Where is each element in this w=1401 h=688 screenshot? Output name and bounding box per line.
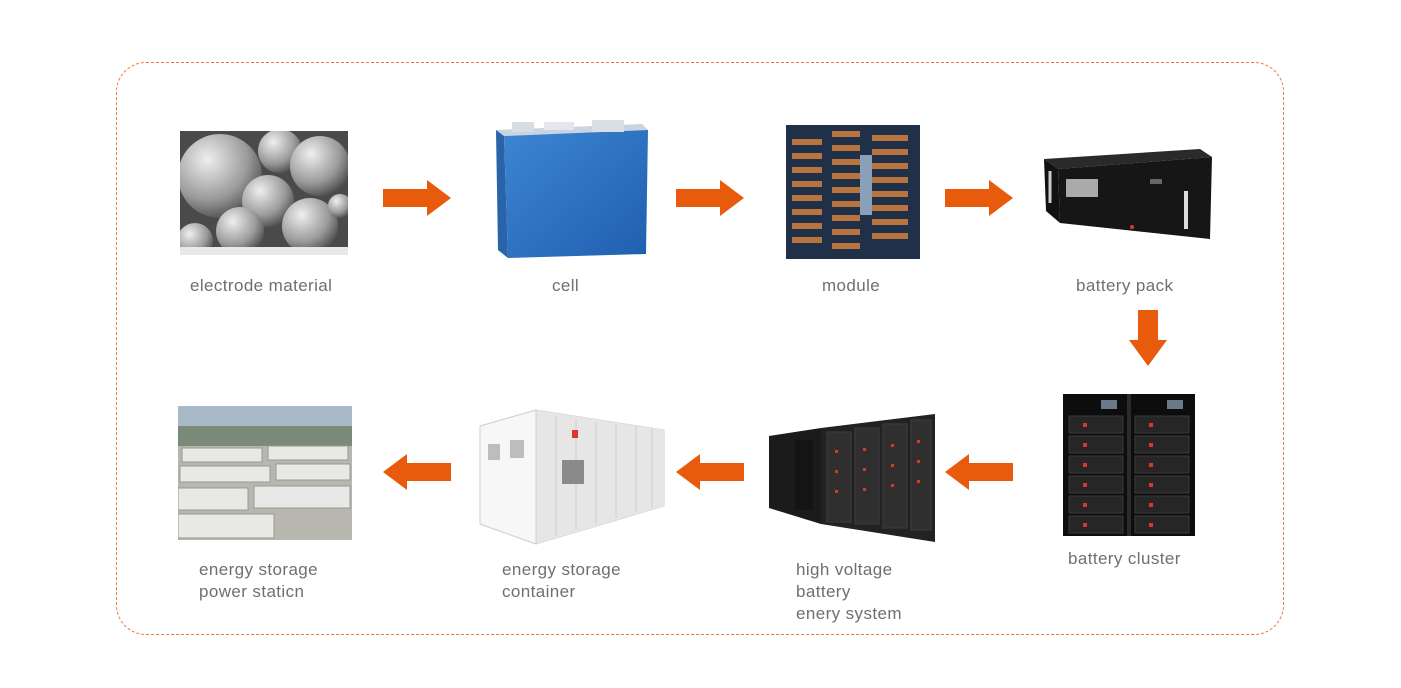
arrow-right-icon <box>383 180 451 216</box>
module-image <box>786 125 920 259</box>
battery-pack-image <box>1044 149 1212 239</box>
arrow-right-icon <box>945 180 1013 216</box>
arrow-left-icon <box>676 454 744 490</box>
process-frame <box>116 62 1284 635</box>
arrow-left-icon <box>945 454 1013 490</box>
arrow-left-icon <box>383 454 451 490</box>
step-label-hv-battery-system: high voltage battery enery system <box>796 560 902 623</box>
step-label-energy-storage-power-station: energy storage power staticn <box>199 560 319 601</box>
cell-image <box>496 120 648 258</box>
step-label-electrode-material: electrode material <box>190 276 333 295</box>
energy-storage-power-station-image <box>178 406 352 540</box>
arrow-down-icon <box>1129 310 1167 366</box>
step-label-cell: cell <box>552 276 580 295</box>
electrode-material-image <box>180 131 348 255</box>
energy-storage-container-image <box>479 409 665 545</box>
step-label-module: module <box>822 276 881 295</box>
step-label-battery-pack: battery pack <box>1076 276 1174 295</box>
step-label-energy-storage-container: energy storage container <box>502 560 622 601</box>
hv-battery-system-image <box>769 414 935 542</box>
arrow-right-icon <box>676 180 744 216</box>
step-label-battery-cluster: battery cluster <box>1068 549 1181 568</box>
battery-cluster-image <box>1063 394 1195 536</box>
